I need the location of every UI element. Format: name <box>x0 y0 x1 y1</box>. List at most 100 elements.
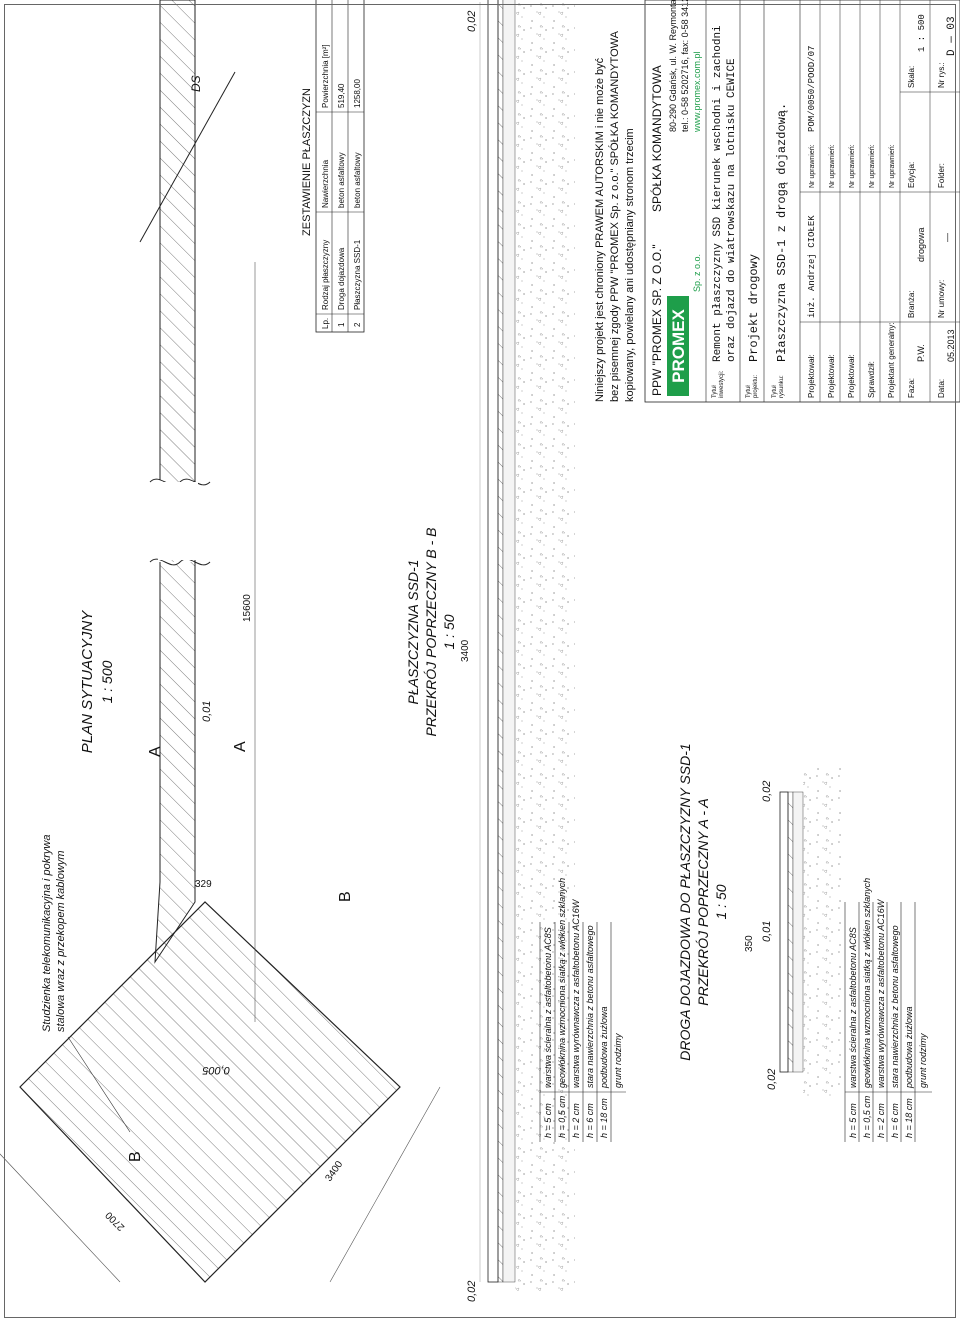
branza-label: Branża: <box>907 290 916 318</box>
person-label-1: Projektował: <box>827 354 836 398</box>
copyright-line1: Niniejszy projekt jest chroniony PRAWEM … <box>594 57 606 402</box>
summary-table-title: ZESTAWIENIE PŁASZCZYZN <box>301 88 313 236</box>
aa-slope-right: 0,02 <box>761 781 773 802</box>
summary-header-2: Nawierzchnia <box>321 159 330 208</box>
bb-layer-h-4: h = 18 cm <box>599 1098 609 1138</box>
drawing-label-2: rysunku: <box>779 375 785 398</box>
aa-layer-h-0: h = 5 cm <box>848 1103 858 1138</box>
summary-cell-1-2: beton asfaltowy <box>353 152 362 208</box>
summary-cell-0-1: Droga dojazdowa <box>337 247 346 310</box>
dim-329: 329 <box>195 879 212 890</box>
summary-header-1: Rodzaj płaszczyzny <box>321 240 330 310</box>
bb-layer-desc-4: podbudowa żużlowa <box>599 1006 609 1089</box>
investment-line2: oraz dojazd do wiatrowskazu na lotnisku … <box>726 58 738 362</box>
site-plan-title: PLAN SYTUACYJNY <box>79 610 96 754</box>
aa-layer-h-4: h = 18 cm <box>904 1098 914 1138</box>
bb-slope-right: 0,02 <box>466 11 478 32</box>
branza-value: drogowa <box>916 227 926 262</box>
bb-layer-subbase <box>515 0 575 1292</box>
section-marker-b1: B <box>127 1151 144 1162</box>
bb-layer-desc-0: warstwa ścieralna z asfaltobetonu AC8S <box>543 927 553 1088</box>
aa-layer-desc-2: warstwa wyrównawcza z asfaltobetonu AC16… <box>876 898 886 1088</box>
summary-header-0: Lp. <box>321 318 330 329</box>
umowa-value: — <box>942 233 952 242</box>
aa-layer-h-2: h = 2 cm <box>876 1103 886 1138</box>
company-name-left: PPW "PROMEX SP. Z O.O." <box>650 244 664 396</box>
bb-layer-h-2: h = 2 cm <box>571 1103 581 1138</box>
summary-cell-1-3: 1258,00 <box>353 79 362 108</box>
aa-layer-wearing <box>779 791 789 1073</box>
person-perm-label-0: Nr uprawnień: <box>809 144 816 188</box>
bb-layer-old <box>502 0 516 1283</box>
aa-dim-350: 350 <box>744 935 755 952</box>
section-bb-title2: PRZEKRÓJ POPRZECZNY B - B <box>423 528 439 737</box>
person-label-4: Projektant generalny: <box>887 322 896 398</box>
person-label-0: Projektował: <box>807 354 816 398</box>
bb-layer-h-0: h = 5 cm <box>543 1103 553 1138</box>
copyright-note: Niniejszy projekt jest chroniony PRAWEM … <box>594 30 636 402</box>
investment-line1: Remont płaszczyzny SSD kierunek wschodni… <box>712 25 724 362</box>
bb-layer-desc-1: geowłóknina wzmocniona siatką z włókien … <box>557 878 567 1088</box>
ds-line <box>139 71 236 243</box>
faza-value: P.W. <box>916 344 926 362</box>
copyright-line3: kopiowany, powielany ani udostępniany st… <box>624 128 636 402</box>
site-plan: PLAN SYTUACYJNY 1 : 500 Studzienka telek… <box>0 0 441 1283</box>
company-web: www.promex.com.pl <box>692 51 702 133</box>
aa-layer-old <box>792 791 804 1073</box>
aa-slope-mid: 0,01 <box>761 921 773 942</box>
aa-layer-desc-4: podbudowa żużlowa <box>904 1006 914 1089</box>
aa-layer-desc-5: grunt rodzimy <box>918 1033 928 1088</box>
dim-line-2700 <box>0 1121 121 1283</box>
break-gap <box>158 482 198 560</box>
person-perm-label-2: Nr uprawnień: <box>849 144 856 188</box>
skala-label: Skala: <box>907 66 916 88</box>
section-marker-a2: A <box>232 741 249 752</box>
section-marker-a1: A <box>147 746 164 757</box>
section-bb-scale: 1 : 50 <box>441 614 457 649</box>
person-label-3: Sprawdził: <box>867 361 876 398</box>
aa-layer-leveling <box>787 791 794 1073</box>
ssd1-plane-area <box>19 901 401 1283</box>
company-logo <box>667 296 689 396</box>
section-aa-title1: DROGA DOJAZDOWA DO PŁASZCZYZNY SSD-1 <box>677 743 693 1060</box>
aa-layer-legend: h = 5 cm warstwa ścieralna z asfaltobeto… <box>844 878 932 1142</box>
site-plan-scale: 1 : 500 <box>99 660 115 703</box>
section-aa-scale: 1 : 50 <box>713 884 729 919</box>
bb-slope-left: 0,02 <box>466 1281 478 1302</box>
person-perm-label-4: Nr uprawnień: <box>889 144 896 188</box>
person-perm-label-1: Nr uprawnień: <box>829 144 836 188</box>
dim-line-3400 <box>329 1086 441 1283</box>
data-value: 05.2013 <box>946 329 956 362</box>
summary-table: ZESTAWIENIE PŁASZCZYZN Lp. Rodzaj płaszc… <box>301 0 365 333</box>
cable-note-line1: Studzienka telekomunikacyjna i pokrywa <box>41 835 53 1033</box>
section-bb-title1: PŁASZCZYZNA SSD-1 <box>405 560 421 705</box>
bb-layer-desc-3: stara nawierzchnia z betonu asfaltowego <box>585 925 595 1088</box>
aa-layer-h-3: h = 6 cm <box>890 1103 900 1138</box>
dim-3400-plan: 3400 <box>323 1159 345 1184</box>
nrrys-value: D — 03 <box>946 16 958 56</box>
dim-15600: 15600 <box>242 594 253 622</box>
project-label-1: Tytuł <box>746 385 752 398</box>
aa-layer-desc-1: geowłóknina wzmocniona siatką z włókien … <box>862 878 872 1088</box>
bb-layer-h-3: h = 6 cm <box>585 1103 595 1138</box>
company-name-right: SPÓŁKA KOMANDYTOWA <box>649 65 664 212</box>
ds-label: DS <box>189 75 203 92</box>
section-bb: PŁASZCZYZNA SSD-1 PRZEKRÓJ POPRZECZNY B … <box>405 0 626 1302</box>
faza-label: Faza: <box>907 378 916 398</box>
dim-2700: 2700 <box>103 1209 127 1233</box>
project-value: Projekt drogowy <box>747 254 761 362</box>
summary-cell-0-2: beton asfaltowy <box>337 152 346 208</box>
skala-value: 1 : 500 <box>917 14 927 52</box>
bb-layer-wearing <box>487 0 499 1283</box>
bb-layer-h-1: h = 0,5 cm <box>557 1095 567 1138</box>
cable-note-line2: stalowa wraz z przekopem kablowym <box>55 850 67 1032</box>
bb-layer-desc-2: warstwa wyrównawcza z asfaltobetonu AC16… <box>571 898 581 1088</box>
section-aa-title2: PRZEKRÓJ POPRZECZNY A - A <box>695 798 711 1005</box>
investment-label-2: inwestycji: <box>719 370 725 398</box>
investment-label-1: Tytuł <box>712 385 718 398</box>
nrrys-label: Nr rys.: <box>937 62 946 88</box>
bb-layer-leveling <box>497 0 504 1283</box>
summary-cell-0-0: 1 <box>337 322 346 327</box>
